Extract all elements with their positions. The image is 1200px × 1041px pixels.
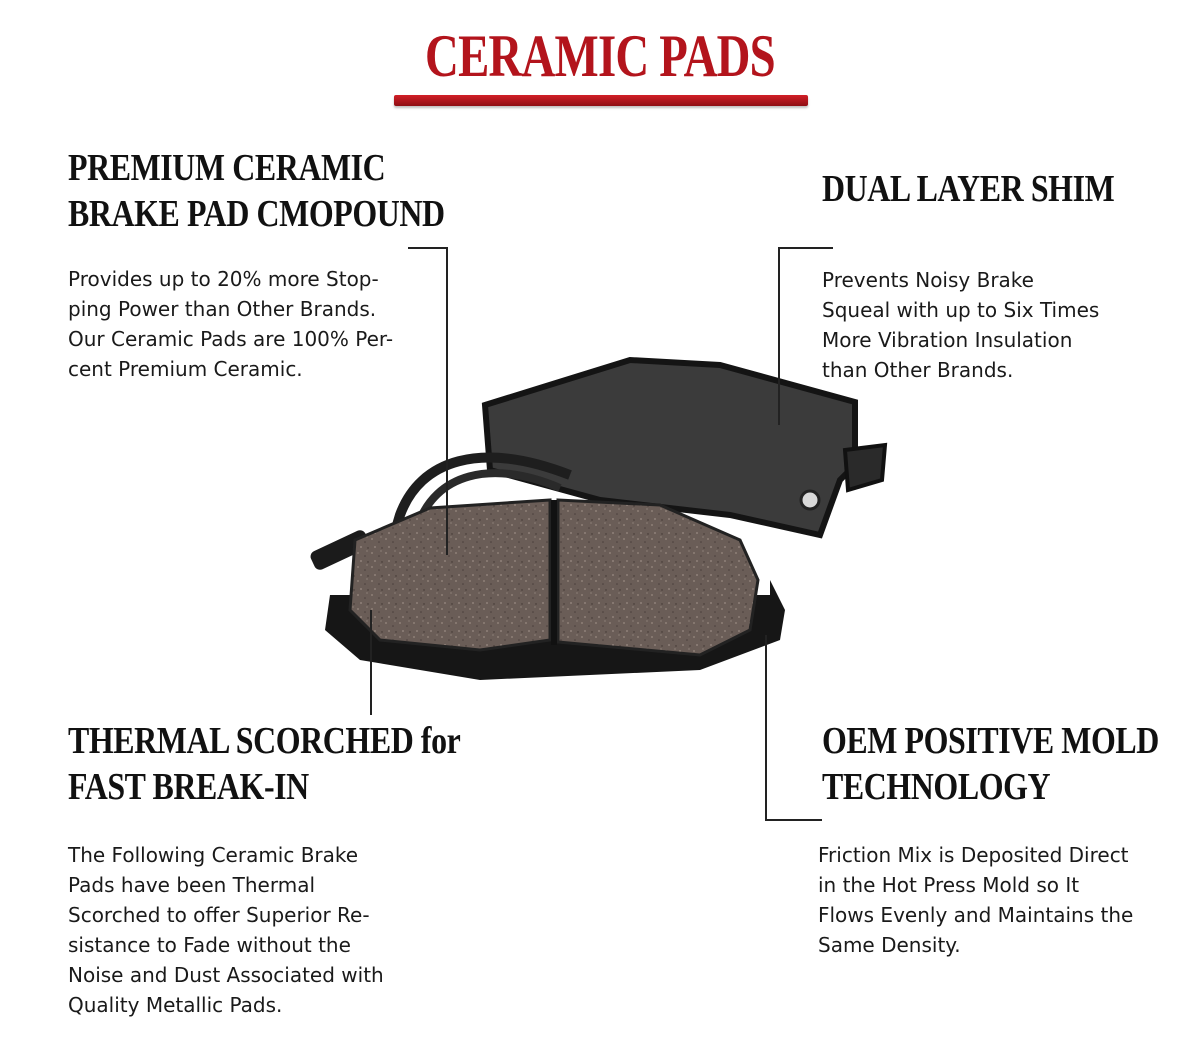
desc-line: Scorched to offer Superior Re- [68, 903, 370, 927]
shim-pad [481, 356, 858, 539]
desc-line: Same Density. [818, 933, 961, 957]
desc-thermal-scorched: The Following Ceramic Brake Pads have be… [68, 840, 384, 1020]
desc-line: ping Power than Other Brands. [68, 297, 377, 321]
heading-dual-layer-shim: DUAL LAYER SHIM [822, 166, 1115, 212]
desc-line: sistance to Fade without the [68, 933, 351, 957]
leader-top-left [408, 247, 448, 555]
desc-premium-ceramic: Provides up to 20% more Stop- ping Power… [68, 264, 393, 384]
heading-line: OEM POSITIVE MOLD [822, 720, 1159, 762]
heading-line: FAST BREAK-IN [68, 766, 309, 808]
desc-line: Noise and Dust Associated with [68, 963, 384, 987]
heading-line: DUAL LAYER SHIM [822, 168, 1115, 210]
desc-line: Friction Mix is Deposited Direct [818, 843, 1129, 867]
title-underline [394, 95, 808, 106]
desc-line: Quality Metallic Pads. [68, 993, 283, 1017]
page-title: CERAMIC PADS [425, 23, 776, 89]
heading-line: THERMAL SCORCHED for [68, 720, 461, 762]
desc-dual-layer-shim: Prevents Noisy Brake Squeal with up to S… [822, 265, 1099, 385]
desc-oem-positive-mold: Friction Mix is Deposited Direct in the … [818, 840, 1133, 960]
heading-oem-positive-mold: OEM POSITIVE MOLD TECHNOLOGY [822, 718, 1159, 810]
desc-line: cent Premium Ceramic. [68, 357, 303, 381]
heading-premium-ceramic: PREMIUM CERAMIC BRAKE PAD CMOPOUND [68, 145, 445, 237]
desc-line: than Other Brands. [822, 358, 1014, 382]
desc-line: The Following Ceramic Brake [68, 843, 359, 867]
heading-thermal-scorched: THERMAL SCORCHED for FAST BREAK-IN [68, 718, 461, 810]
desc-line: in the Hot Press Mold so It [818, 873, 1080, 897]
desc-line: Squeal with up to Six Times [822, 298, 1100, 322]
heading-line: TECHNOLOGY [822, 766, 1051, 808]
desc-line: Pads have been Thermal [68, 873, 316, 897]
desc-line: Our Ceramic Pads are 100% Per- [68, 327, 394, 351]
leader-bottom-right [765, 635, 822, 821]
desc-line: Flows Evenly and Maintains the [818, 903, 1134, 927]
heading-line: PREMIUM CERAMIC [68, 147, 386, 189]
desc-line: More Vibration Insulation [822, 328, 1073, 352]
heading-line: BRAKE PAD CMOPOUND [68, 193, 445, 235]
desc-line: Prevents Noisy Brake [822, 268, 1034, 292]
desc-line: Provides up to 20% more Stop- [68, 267, 379, 291]
leader-top-right [778, 247, 833, 425]
brake-pad-image [310, 356, 888, 680]
